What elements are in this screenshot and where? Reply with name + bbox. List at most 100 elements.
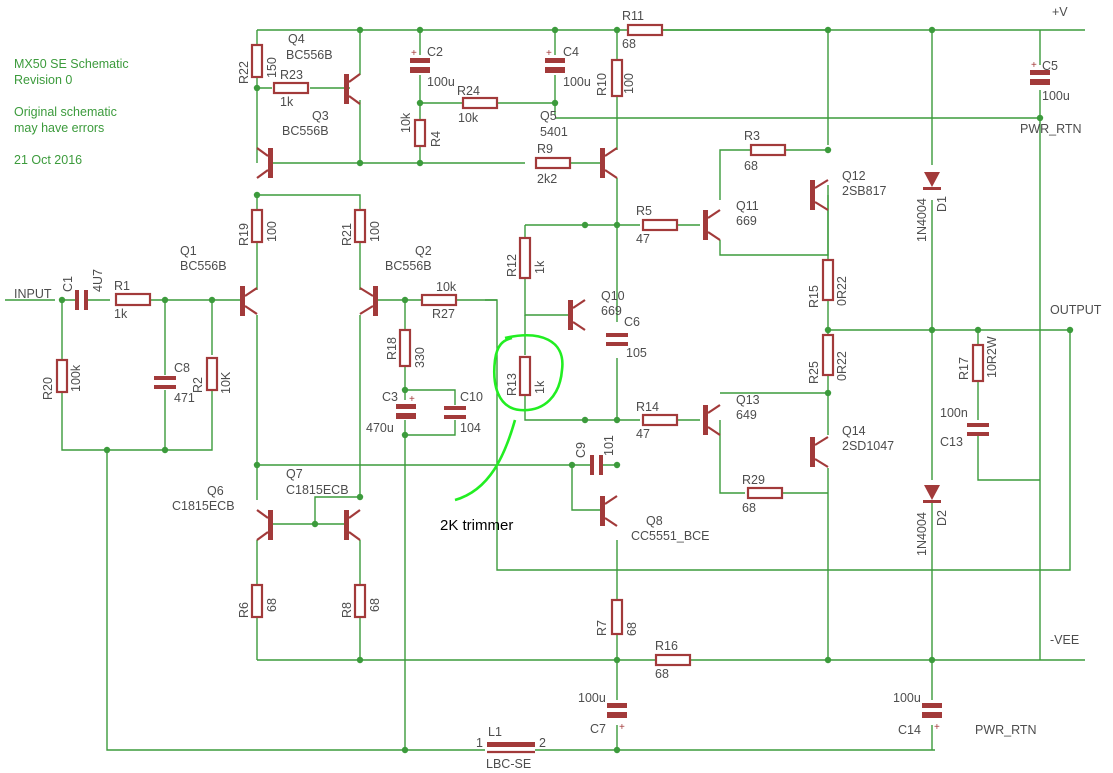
q14-value: 2SD1047 (842, 439, 894, 453)
r17-value: 10R2W (985, 336, 999, 378)
transistor-q5 (600, 147, 618, 179)
transistor-layer (240, 73, 829, 541)
q13-ref: Q13 (736, 393, 760, 407)
c1-ref: C1 (61, 276, 75, 292)
r1-ref: R1 (114, 279, 130, 293)
note-title: MX50 SE Schematic (14, 57, 129, 71)
resistor-r2 (205, 356, 219, 392)
r18-ref: R18 (385, 337, 399, 360)
c9-value: 101 (602, 435, 616, 456)
resistor-r11 (626, 23, 664, 37)
resistor-r6 (250, 583, 264, 619)
c6-ref: C6 (624, 315, 640, 329)
c7-value: 100u (578, 691, 606, 705)
q4-value: BC556B (286, 48, 333, 62)
q14-ref: Q14 (842, 424, 866, 438)
q6-ref: Q6 (207, 484, 224, 498)
rail-output-label: OUTPUT (1050, 303, 1102, 317)
c1-value: 4U7 (91, 269, 105, 292)
q2-ref: Q2 (415, 244, 432, 258)
note-revision: Revision 0 (14, 73, 72, 87)
capacitor-c10 (444, 406, 466, 419)
c13-value: 100n (940, 406, 968, 420)
resistor-layer (55, 23, 985, 667)
transistor-q13 (703, 404, 721, 436)
q8-value: CC5551_BCE (631, 529, 710, 543)
q1-ref: Q1 (180, 244, 197, 258)
capacitor-layer: + + + + (75, 48, 1050, 733)
r6-value: 68 (265, 598, 279, 612)
d1-value: 1N4004 (915, 198, 929, 242)
inductor-l1 (487, 742, 535, 754)
r4-ref: R4 (429, 131, 443, 147)
rail-vplus-label: +V (1052, 5, 1068, 19)
r12-ref: R12 (505, 254, 519, 277)
r15-value: 0R22 (835, 276, 849, 306)
l1-ref: L1 (488, 725, 502, 739)
q5-value: 5401 (540, 125, 568, 139)
diode-d2 (923, 485, 941, 503)
resistor-r27 (420, 293, 458, 307)
q3-ref: Q3 (312, 109, 329, 123)
r27-ref: R27 (432, 307, 455, 321)
c5-value: 100u (1042, 89, 1070, 103)
transistor-q6 (256, 509, 273, 541)
c8-value: 471 (174, 391, 195, 405)
resistor-r14 (641, 413, 679, 427)
q6-value: C1815ECB (172, 499, 235, 513)
c3-value: 470u (366, 421, 394, 435)
r29-value: 68 (742, 501, 756, 515)
q7-value: C1815ECB (286, 483, 349, 497)
transistor-q14 (810, 436, 829, 468)
q13-value: 649 (736, 408, 757, 422)
r1-value: 1k (114, 307, 128, 321)
c13-ref: C13 (940, 435, 963, 449)
r14-ref: R14 (636, 400, 659, 414)
capacitor-c6 (606, 333, 628, 346)
r23-value: 1k (280, 95, 294, 109)
rail-labels: +V OUTPUT -VEE PWR_RTN PWR_RTN INPUT (14, 5, 1102, 737)
svg-text:+: + (619, 722, 625, 733)
c9-ref: C9 (574, 442, 588, 458)
r25-ref: R25 (807, 361, 821, 384)
r19-value: 100 (265, 221, 279, 242)
resistor-r24 (461, 96, 499, 110)
resistor-r3 (749, 143, 787, 157)
q1-value: BC556B (180, 259, 227, 273)
transistor-q1 (240, 286, 258, 316)
r20-ref: R20 (41, 377, 55, 400)
c14-ref: C14 (898, 723, 921, 737)
q4-ref: Q4 (288, 32, 305, 46)
r13-value: 1k (533, 380, 547, 394)
svg-text:+: + (409, 394, 415, 405)
r4-value: 10k (399, 112, 413, 133)
c4-ref: C4 (563, 45, 579, 59)
r7-value: 68 (625, 622, 639, 636)
c10-value: 104 (460, 421, 481, 435)
resistor-r4 (413, 118, 427, 148)
d2-value: 1N4004 (915, 512, 929, 556)
r22-value: 150 (265, 57, 279, 78)
resistor-r9 (534, 156, 572, 170)
resistor-r8 (353, 583, 367, 619)
r6-ref: R6 (237, 602, 251, 618)
resistor-r25 (821, 333, 835, 377)
r3-value: 68 (744, 159, 758, 173)
q10-value: 669 (601, 304, 622, 318)
wire-layer (5, 29, 1085, 751)
resistor-r12 (518, 236, 532, 280)
transistor-q7 (344, 509, 361, 541)
r19-ref: R19 (237, 223, 251, 246)
q11-ref: Q11 (736, 199, 759, 213)
r16-value: 68 (655, 667, 669, 681)
r25-value: 0R22 (835, 351, 849, 381)
transistor-q4 (344, 73, 361, 105)
capacitor-c14: + (922, 703, 942, 733)
junction-layer (58, 26, 1074, 754)
notes-block: MX50 SE Schematic Revision 0 Original sc… (14, 57, 129, 167)
r5-ref: R5 (636, 204, 652, 218)
r29-ref: R29 (742, 473, 765, 487)
capacitor-c9 (590, 455, 603, 475)
svg-text:+: + (1031, 60, 1037, 71)
resistor-r17 (971, 343, 985, 383)
